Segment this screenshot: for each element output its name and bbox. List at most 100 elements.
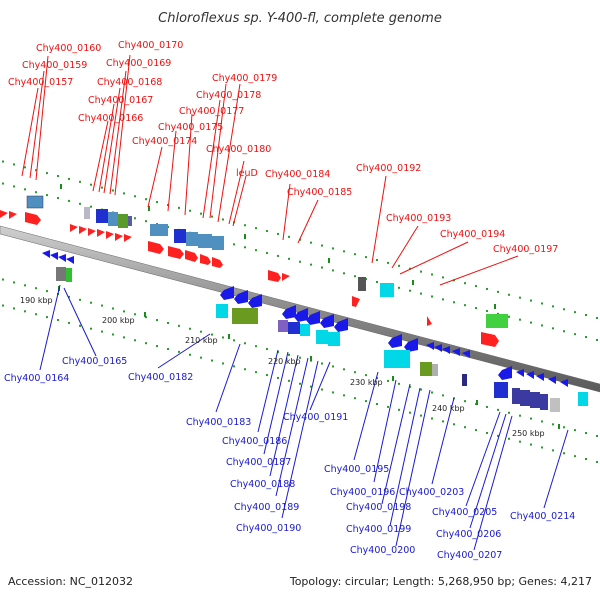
gene-box[interactable] [118, 214, 128, 228]
gene-box[interactable] [84, 207, 90, 219]
gene-arrow[interactable] [66, 256, 74, 264]
gene-box[interactable] [216, 304, 228, 318]
gene-label[interactable]: Chy400_0183 [186, 417, 251, 428]
gene-label[interactable]: Chy400_0180 [206, 144, 271, 155]
gene-label[interactable]: Chy400_0207 [437, 550, 502, 561]
gene-label[interactable]: Chy400_0182 [128, 372, 193, 383]
gene-label[interactable]: Chy400_0177 [179, 106, 244, 117]
gene-box[interactable] [278, 320, 288, 332]
gene-label[interactable]: Chy400_0196 [330, 487, 395, 498]
gene-label[interactable]: leuD [236, 168, 258, 179]
gene-box[interactable] [384, 350, 410, 368]
gene-box[interactable] [328, 332, 340, 346]
gene-box[interactable] [530, 392, 540, 408]
gene-box[interactable] [420, 362, 432, 376]
gene-arrow[interactable] [212, 257, 223, 268]
gene-arrow[interactable] [25, 212, 41, 225]
gene-label[interactable]: Chy400_0195 [324, 464, 389, 475]
gene-arrow[interactable] [516, 369, 524, 377]
gene-box[interactable] [494, 382, 508, 398]
gene-box[interactable] [186, 232, 198, 246]
gene-arrow[interactable] [536, 373, 544, 381]
gene-box[interactable] [26, 195, 44, 209]
gene-label[interactable]: Chy400_0188 [230, 479, 295, 490]
gene-arrow[interactable] [282, 273, 290, 281]
gene-label[interactable]: Chy400_0185 [287, 187, 352, 198]
gene-label[interactable]: Chy400_0191 [283, 412, 348, 423]
gene-box[interactable] [288, 322, 300, 334]
gene-box[interactable] [512, 388, 520, 404]
gene-arrow[interactable] [42, 250, 50, 258]
gene-arrow[interactable] [462, 350, 470, 358]
gene-arrow[interactable] [70, 224, 78, 232]
gene-label[interactable]: Chy400_0193 [386, 213, 451, 224]
gene-label[interactable]: Chy400_0157 [8, 77, 73, 88]
gene-arrow[interactable] [268, 270, 281, 282]
gene-label[interactable]: Chy400_0205 [432, 507, 497, 518]
gene-label[interactable]: Chy400_0166 [78, 113, 143, 124]
gene-label[interactable]: Chy400_0168 [97, 77, 162, 88]
gene-box[interactable] [212, 236, 224, 250]
gene-arrow[interactable] [58, 254, 66, 262]
gene-arrow[interactable] [404, 338, 418, 352]
gene-label[interactable]: Chy400_0174 [132, 136, 197, 147]
gene-arrow[interactable] [106, 231, 114, 239]
gene-box[interactable] [174, 229, 186, 243]
gene-arrow[interactable] [498, 366, 512, 380]
gene-arrow[interactable] [115, 233, 123, 241]
gene-label[interactable]: Chy400_0178 [196, 90, 261, 101]
gene-arrow[interactable] [88, 228, 96, 236]
gene-box[interactable] [96, 209, 108, 223]
gene-arrow[interactable] [282, 305, 296, 319]
gene-box[interactable] [66, 268, 72, 282]
gene-label[interactable]: Chy400_0165 [62, 356, 127, 367]
gene-box[interactable] [56, 267, 66, 281]
gene-arrow[interactable] [388, 334, 402, 348]
gene-box[interactable] [300, 324, 310, 336]
gene-label[interactable]: Chy400_0179 [212, 73, 277, 84]
gene-label[interactable]: Chy400_0194 [440, 229, 505, 240]
gene-arrow[interactable] [526, 371, 534, 379]
gene-box[interactable] [198, 234, 212, 248]
gene-label[interactable]: Chy400_0198 [346, 502, 411, 513]
gene-box[interactable] [232, 308, 258, 324]
gene-arrow[interactable] [0, 210, 8, 218]
gene-label[interactable]: Chy400_0200 [350, 545, 415, 556]
gene-box[interactable] [358, 277, 366, 291]
gene-label[interactable]: Chy400_0189 [234, 502, 299, 513]
gene-arrow[interactable] [97, 229, 105, 237]
gene-label[interactable]: Chy400_0186 [222, 436, 287, 447]
gene-arrow[interactable] [79, 226, 87, 234]
gene-arrow[interactable] [560, 379, 568, 387]
gene-label[interactable]: Chy400_0192 [356, 163, 421, 174]
gene-label[interactable]: Chy400_0197 [493, 244, 558, 255]
gene-label[interactable]: Chy400_0175 [158, 122, 223, 133]
gene-arrow[interactable] [334, 318, 348, 332]
gene-label[interactable]: Chy400_0214 [510, 511, 575, 522]
gene-arrow[interactable] [294, 308, 308, 322]
gene-label[interactable]: Chy400_0187 [226, 457, 291, 468]
gene-label[interactable]: Chy400_0199 [346, 524, 411, 535]
gene-arrow[interactable] [200, 254, 211, 265]
gene-box[interactable] [462, 374, 467, 386]
gene-arrow[interactable] [434, 344, 442, 352]
gene-box[interactable] [550, 398, 560, 412]
gene-label[interactable]: Chy400_0184 [265, 169, 330, 180]
gene-arrow[interactable] [427, 316, 432, 326]
gene-arrow[interactable] [220, 286, 234, 300]
gene-label[interactable]: Chy400_0160 [36, 43, 101, 54]
gene-arrow[interactable] [50, 252, 58, 260]
gene-box[interactable] [520, 390, 530, 406]
gene-label[interactable]: Chy400_0169 [106, 58, 171, 69]
gene-label[interactable]: Chy400_0170 [118, 40, 183, 51]
gene-arrow[interactable] [306, 311, 320, 325]
gene-arrow[interactable] [352, 296, 360, 307]
gene-arrow[interactable] [124, 234, 132, 242]
gene-arrow[interactable] [234, 290, 248, 304]
gene-arrow[interactable] [481, 332, 499, 347]
gene-box[interactable] [578, 392, 588, 406]
gene-arrow[interactable] [248, 294, 262, 308]
gene-box[interactable] [108, 212, 118, 226]
gene-label[interactable]: Chy400_0190 [236, 523, 301, 534]
gene-box[interactable] [316, 330, 328, 344]
